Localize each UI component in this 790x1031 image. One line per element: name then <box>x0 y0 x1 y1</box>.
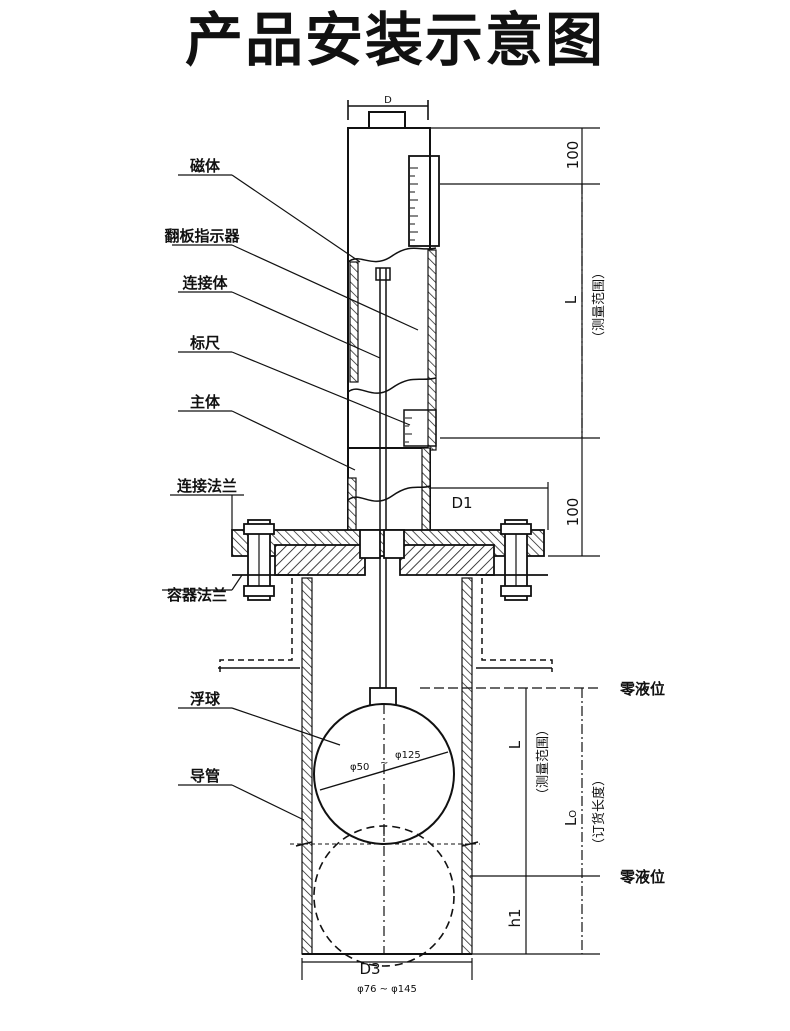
dim-lo-main: L <box>562 817 580 826</box>
dim-h1: h1 <box>506 908 524 927</box>
label-scale: 标尺 <box>189 334 220 352</box>
label-zero-level-bottom: 零液位 <box>619 868 665 886</box>
dim-l-bottom: L <box>506 740 524 749</box>
label-zero-level-top: 零液位 <box>619 680 665 698</box>
dim-d1: D1 <box>451 494 472 512</box>
dim-pipe-range: φ76 ~ φ145 <box>357 984 417 995</box>
dim-d: D <box>384 95 392 106</box>
label-main-body: 主体 <box>190 393 221 411</box>
dim-lo-sub: O <box>568 810 579 818</box>
label-flip-indicator: 翻板指示器 <box>164 227 240 245</box>
dim-mid-100: 100 <box>564 498 582 527</box>
label-connector: 连接体 <box>182 274 228 292</box>
dim-lo: LO <box>562 810 580 826</box>
dim-order-length: （订货长度） <box>591 773 607 851</box>
label-guide-pipe: 导管 <box>190 767 220 785</box>
dim-top-100: 100 <box>564 141 582 170</box>
label-magnet: 磁体 <box>190 157 221 175</box>
label-float: 浮球 <box>190 690 221 708</box>
dim-d3: D3 <box>359 960 380 978</box>
page-title: 产品安装示意图 <box>184 6 605 74</box>
label-connect-flange: 连接法兰 <box>177 477 237 495</box>
label-vessel-flange: 容器法兰 <box>166 586 227 604</box>
dim-float-d1: φ50 <box>350 762 369 773</box>
dim-float-sep: ~ <box>380 758 388 769</box>
dim-float-d2: φ125 <box>395 750 421 761</box>
dim-range-top: （测量范围） <box>592 266 607 344</box>
dim-l-top: L <box>562 295 580 304</box>
dim-range-bottom: （测量范围） <box>536 723 551 801</box>
